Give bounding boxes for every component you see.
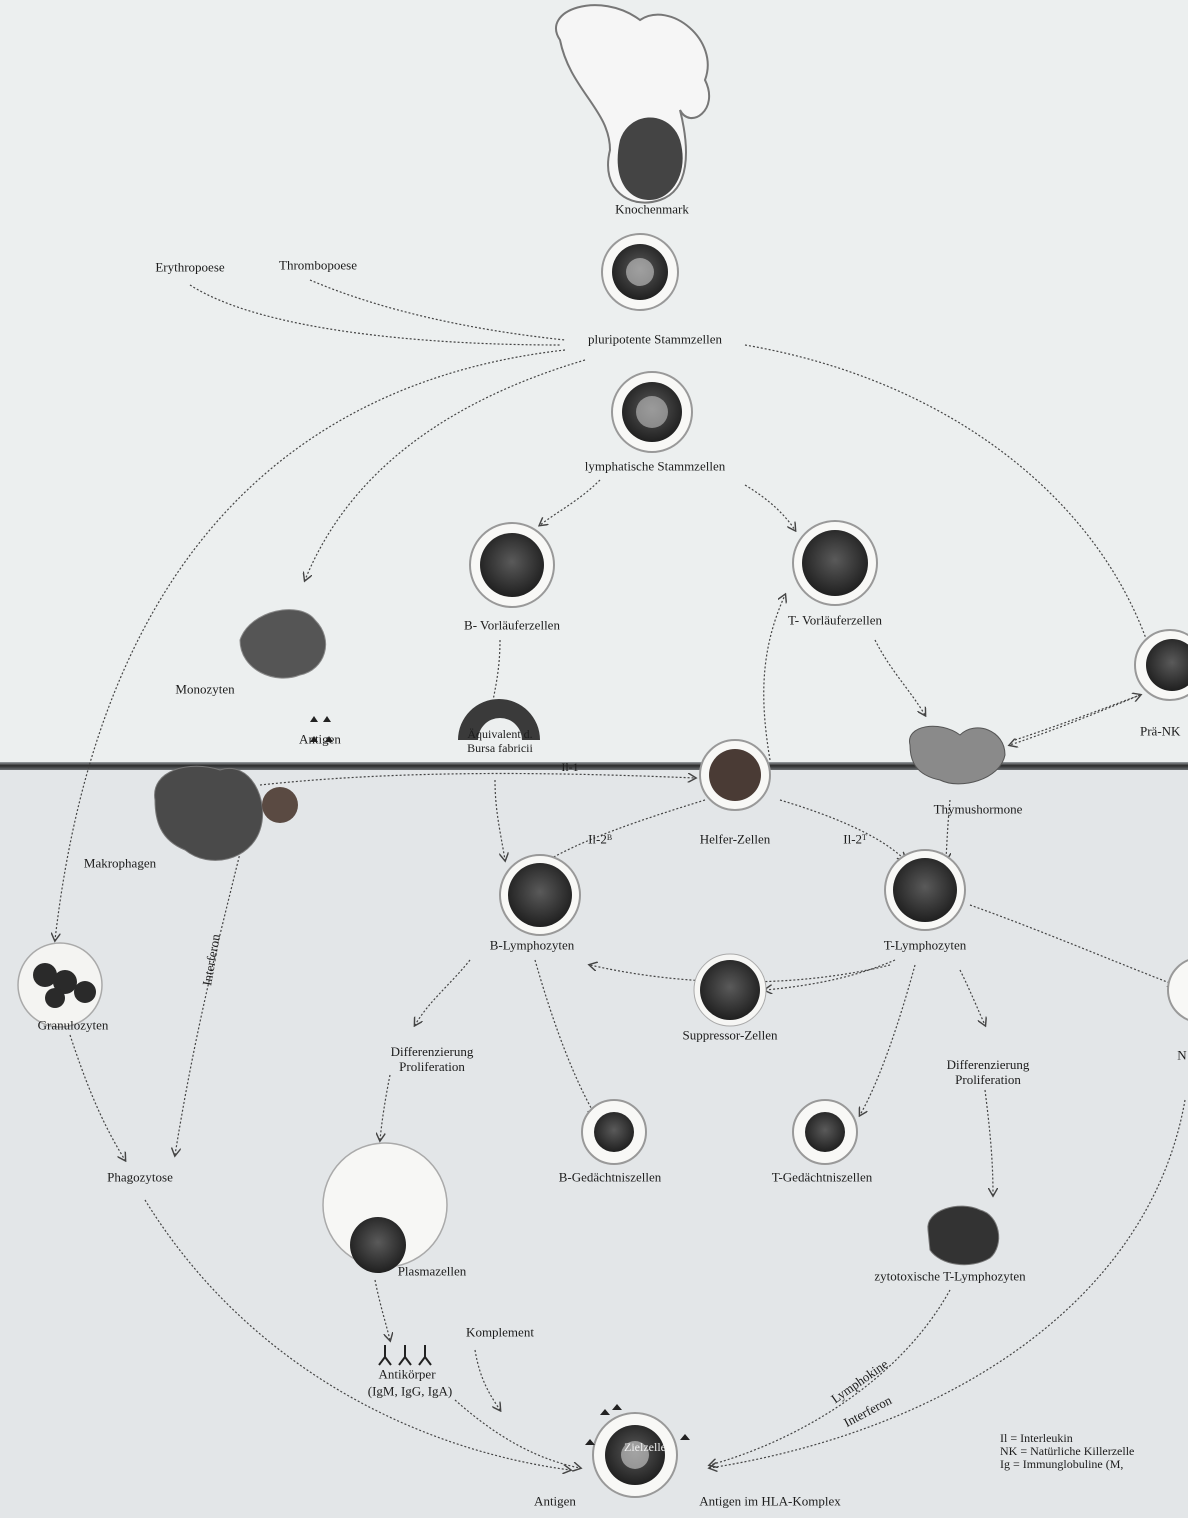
legend-item: Ig = Immunglobuline (M, — [1000, 1458, 1134, 1471]
il2b-label: Il-2ᴮ — [588, 833, 612, 848]
diff-left-label: Differenzierung Proliferation — [372, 1045, 492, 1075]
il2t-label: Il-2ᵀ — [843, 833, 866, 848]
lymphatische-label: lymphatische Stammzellen — [585, 460, 725, 475]
suppressor-label: Suppressor-Zellen — [682, 1029, 777, 1044]
helfer-label: Helfer-Zellen — [700, 833, 770, 848]
erythropoese-label: Erythropoese — [155, 261, 224, 276]
knochenmark-label: Knochenmark — [615, 203, 689, 218]
t-lymphozyten-label: T-Lymphozyten — [884, 939, 967, 954]
monozyten-label: Monozyten — [175, 683, 234, 698]
pra-nk-label: Prä-NK — [1140, 725, 1180, 740]
nk-right-label: N — [1177, 1049, 1186, 1064]
granulozyten-label: Granulozyten — [38, 1019, 109, 1034]
b-lymphozyten-label: B-Lymphozyten — [490, 939, 575, 954]
thrombopoese-label: Thrombopoese — [279, 259, 357, 274]
b-vorlaeufer-label: B- Vorläuferzellen — [464, 619, 560, 634]
zielzelle-label: Zielzelle — [624, 1441, 666, 1455]
thymushormone-label: Thymushormone — [934, 803, 1023, 818]
legend: Il = Interleukin NK = Natürliche Killerz… — [1000, 1432, 1134, 1471]
phagozytose-label: Phagozytose — [107, 1171, 173, 1186]
antigen-hla-label: Antigen im HLA-Komplex — [699, 1495, 841, 1510]
antigen-top-label: Antigen — [299, 733, 341, 748]
cells — [18, 234, 1188, 1497]
il1-label: Il-1 — [561, 761, 578, 775]
t-vorlaeufer-label: T- Vorläuferzellen — [788, 614, 882, 629]
plasmazellen-label: Plasmazellen — [398, 1265, 467, 1280]
bone-marrow-illustration — [556, 5, 709, 202]
antigen-bottom-label: Antigen — [534, 1495, 576, 1510]
makrophagen-label: Makrophagen — [84, 857, 156, 872]
komplement-label: Komplement — [466, 1326, 534, 1341]
b-gedaechtnis-label: B-Gedächtniszellen — [559, 1171, 662, 1186]
diff-right-label: Differenzierung Proliferation — [928, 1058, 1048, 1088]
antikoerper-sub-label: (IgM, IgG, IgA) — [368, 1385, 452, 1400]
t-gedaechtnis-label: T-Gedächtniszellen — [772, 1171, 873, 1186]
antikoerper-label: Antikörper — [378, 1368, 435, 1383]
pluripotente-label: pluripotente Stammzellen — [588, 333, 722, 348]
aequivalent-label: Äquivalent d. Bursa fabricii — [455, 728, 545, 756]
zytotoxische-label: zytotoxische T-Lymphozyten — [874, 1270, 1025, 1285]
